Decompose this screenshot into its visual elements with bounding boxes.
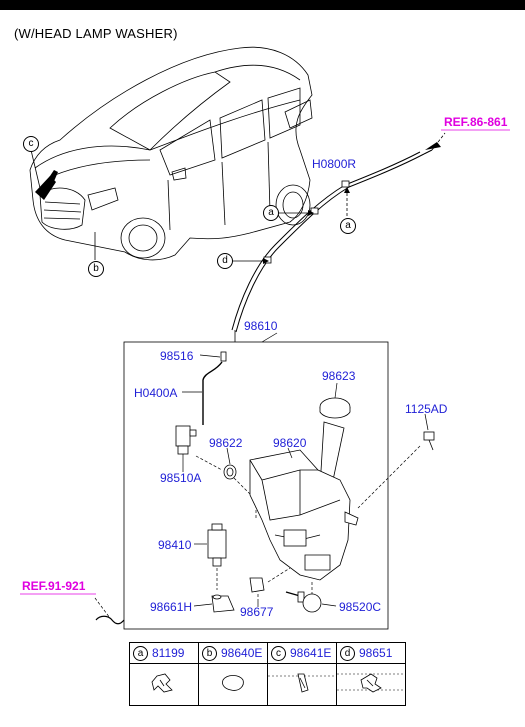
bolt-1125ad [423, 431, 435, 451]
legend-image-98640e [198, 663, 268, 706]
sensor-98520c [285, 591, 322, 613]
part-label-98610: 98610 [244, 319, 278, 333]
part-label-98622: 98622 [209, 436, 243, 450]
ref-label-86-861: REF.86-861 [444, 115, 508, 129]
grommet-98622 [223, 464, 237, 480]
reservoir-98620 [249, 421, 359, 581]
car-washer-nozzle [35, 170, 58, 200]
ref-label-91-921: REF.91-921 [22, 579, 86, 593]
hose-h0800r [231, 149, 433, 333]
top-black-bar [0, 0, 525, 10]
callout-a-left: a [263, 205, 279, 221]
connector-98661h [211, 594, 235, 613]
part-label-98661h: 98661H [150, 600, 193, 614]
clip-81199-icon [151, 673, 173, 693]
motor-98410 [207, 523, 227, 567]
clip-98677 [249, 577, 265, 593]
part-label-98620: 98620 [273, 436, 307, 450]
diagram-heading: (W/HEAD LAMP WASHER) [14, 26, 178, 41]
grommet-98640e-icon [222, 675, 244, 691]
part-label-98516: 98516 [160, 349, 194, 363]
hose-h0400a [202, 361, 223, 425]
part-label-98410: 98410 [158, 538, 192, 552]
part-label-1125ad: 1125AD [405, 402, 448, 416]
clip-98651-icon [337, 673, 405, 693]
car-illustration [29, 46, 313, 261]
part-label-98520c: 98520C [339, 600, 382, 614]
hose-end-ref [95, 615, 125, 625]
legend-image-98651 [336, 663, 406, 706]
part-label-h0800r: H0800R [312, 157, 357, 171]
pump-98510a [175, 425, 197, 455]
callout-c-car: c [23, 136, 39, 152]
part-label-98510a: 98510A [160, 471, 202, 485]
legend-image-81199 [129, 663, 199, 706]
callout-b-car: b [88, 261, 104, 277]
part-label-h0400a: H0400A [134, 386, 178, 400]
legend-image-98641e [267, 663, 337, 706]
callout-d: d [217, 253, 233, 269]
part-group-frame [123, 341, 389, 630]
part-label-98677: 98677 [240, 605, 274, 619]
part-label-98623: 98623 [322, 369, 356, 383]
clip-98641e-icon [268, 673, 336, 693]
callout-a-right: a [340, 218, 356, 234]
cap-98623 [319, 397, 351, 419]
